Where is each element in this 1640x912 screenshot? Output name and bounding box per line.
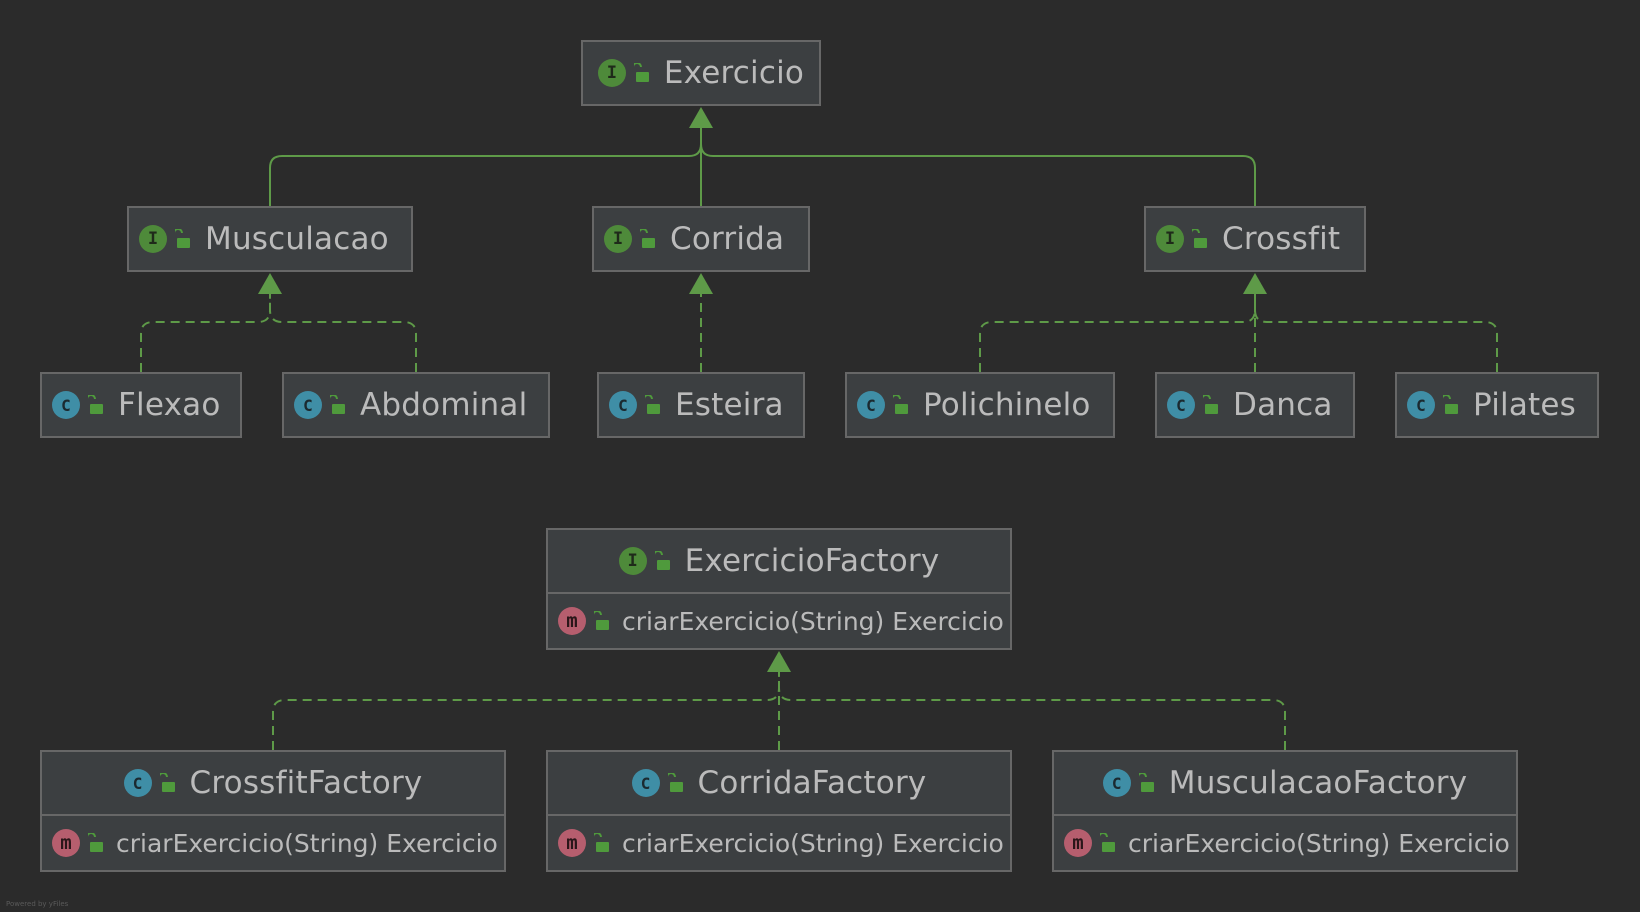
class-icon: C (631, 769, 660, 797)
danca-class-node[interactable]: C Danca (1155, 372, 1355, 438)
edge-crossfit-to-exercicio (700, 126, 1256, 206)
method-signature: criarExercicio(String) Exercicio (622, 606, 1004, 636)
unlock-icon (88, 833, 103, 852)
method-row[interactable]: m criarExercicio(String) Exercicio (1054, 814, 1516, 870)
method-icon: m (558, 829, 586, 857)
exercicio-label: Exercicio (663, 55, 805, 91)
arrowhead-exercicio (689, 107, 713, 128)
unlock-icon (1203, 395, 1218, 414)
edge-abdominal-to-musculacao (269, 292, 417, 372)
class-icon: C (52, 391, 80, 419)
class-icon: C (1102, 769, 1131, 797)
unlock-icon (654, 551, 670, 570)
unlock-icon (1192, 229, 1207, 248)
exercicio-interface-node[interactable]: I Exercicio (581, 40, 821, 106)
unlock-icon (594, 833, 609, 852)
unlock-icon (1138, 773, 1154, 792)
unlock-icon (633, 63, 649, 82)
musculacao-label: Musculacao (205, 221, 389, 257)
unlock-icon (594, 611, 609, 630)
powered-by-footer: Powered by yFiles (6, 900, 69, 908)
class-icon: C (123, 769, 152, 797)
pilates-class-node[interactable]: C Pilates (1395, 372, 1599, 438)
interface-icon: I (1156, 225, 1184, 253)
exercicio-factory-label: ExercicioFactory (684, 543, 940, 579)
polichinelo-class-node[interactable]: C Polichinelo (845, 372, 1115, 438)
edge-crossfit_factory-to-exercicio_factory (272, 670, 780, 750)
abdominal-class-node[interactable]: C Abdominal (282, 372, 550, 438)
arrowhead-exercicio_factory (767, 651, 791, 672)
crossfit-interface-node[interactable]: I Crossfit (1144, 206, 1366, 272)
class-icon: C (1167, 391, 1195, 419)
class-icon: C (609, 391, 637, 419)
interface-icon: I (139, 225, 167, 253)
edge-polichinelo-to-crossfit (979, 292, 1256, 372)
method-signature: criarExercicio(String) Exercicio (116, 828, 498, 858)
arrowhead-crossfit (1243, 273, 1267, 294)
danca-label: Danca (1233, 387, 1333, 423)
method-icon: m (1064, 829, 1092, 857)
unlock-icon (640, 229, 655, 248)
musculacao-factory-class-node[interactable]: C MusculacaoFactory m criarExercicio(Str… (1052, 750, 1518, 872)
crossfit-factory-label: CrossfitFactory (189, 765, 423, 801)
class-icon: C (857, 391, 885, 419)
unlock-icon (1100, 833, 1115, 852)
flexao-class-node[interactable]: C Flexao (40, 372, 242, 438)
method-icon: m (52, 829, 80, 857)
corrida-factory-label: CorridaFactory (697, 765, 927, 801)
unlock-icon (159, 773, 175, 792)
corrida-factory-class-node[interactable]: C CorridaFactory m criarExercicio(String… (546, 750, 1012, 872)
method-row[interactable]: m criarExercicio(String) Exercicio (548, 814, 1010, 870)
corrida-interface-node[interactable]: I Corrida (592, 206, 810, 272)
interface-icon: I (618, 547, 647, 575)
method-row[interactable]: m criarExercicio(String) Exercicio (42, 814, 504, 870)
method-icon: m (558, 607, 586, 635)
exercicio-factory-interface-node[interactable]: I ExercicioFactory m criarExercicio(Stri… (546, 528, 1012, 650)
abdominal-label: Abdominal (360, 387, 528, 423)
esteira-label: Esteira (675, 387, 784, 423)
unlock-icon (88, 395, 103, 414)
crossfit-factory-class-node[interactable]: C CrossfitFactory m criarExercicio(Strin… (40, 750, 506, 872)
edge-flexao-to-musculacao (140, 292, 271, 372)
musculacao-factory-label: MusculacaoFactory (1168, 765, 1468, 801)
crossfit-label: Crossfit (1222, 221, 1341, 257)
polichinelo-label: Polichinelo (923, 387, 1091, 423)
musculacao-interface-node[interactable]: I Musculacao (127, 206, 413, 272)
unlock-icon (645, 395, 660, 414)
unlock-icon (893, 395, 908, 414)
interface-icon: I (597, 59, 626, 87)
unlock-icon (1443, 395, 1458, 414)
method-signature: criarExercicio(String) Exercicio (622, 828, 1004, 858)
pilates-label: Pilates (1473, 387, 1577, 423)
flexao-label: Flexao (118, 387, 221, 423)
unlock-icon (175, 229, 190, 248)
method-signature: criarExercicio(String) Exercicio (1128, 828, 1510, 858)
method-row[interactable]: m criarExercicio(String) Exercicio (548, 592, 1010, 648)
corrida-label: Corrida (670, 221, 785, 257)
class-icon: C (1407, 391, 1435, 419)
esteira-class-node[interactable]: C Esteira (597, 372, 805, 438)
arrowhead-corrida (689, 273, 713, 294)
arrowhead-musculacao (258, 273, 282, 294)
edge-musculacao_factory-to-exercicio_factory (778, 670, 1286, 750)
class-icon: C (294, 391, 322, 419)
edge-musculacao-to-exercicio (269, 126, 702, 206)
interface-icon: I (604, 225, 632, 253)
unlock-icon (330, 395, 345, 414)
unlock-icon (667, 773, 683, 792)
edge-pilates-to-crossfit (1254, 292, 1498, 372)
